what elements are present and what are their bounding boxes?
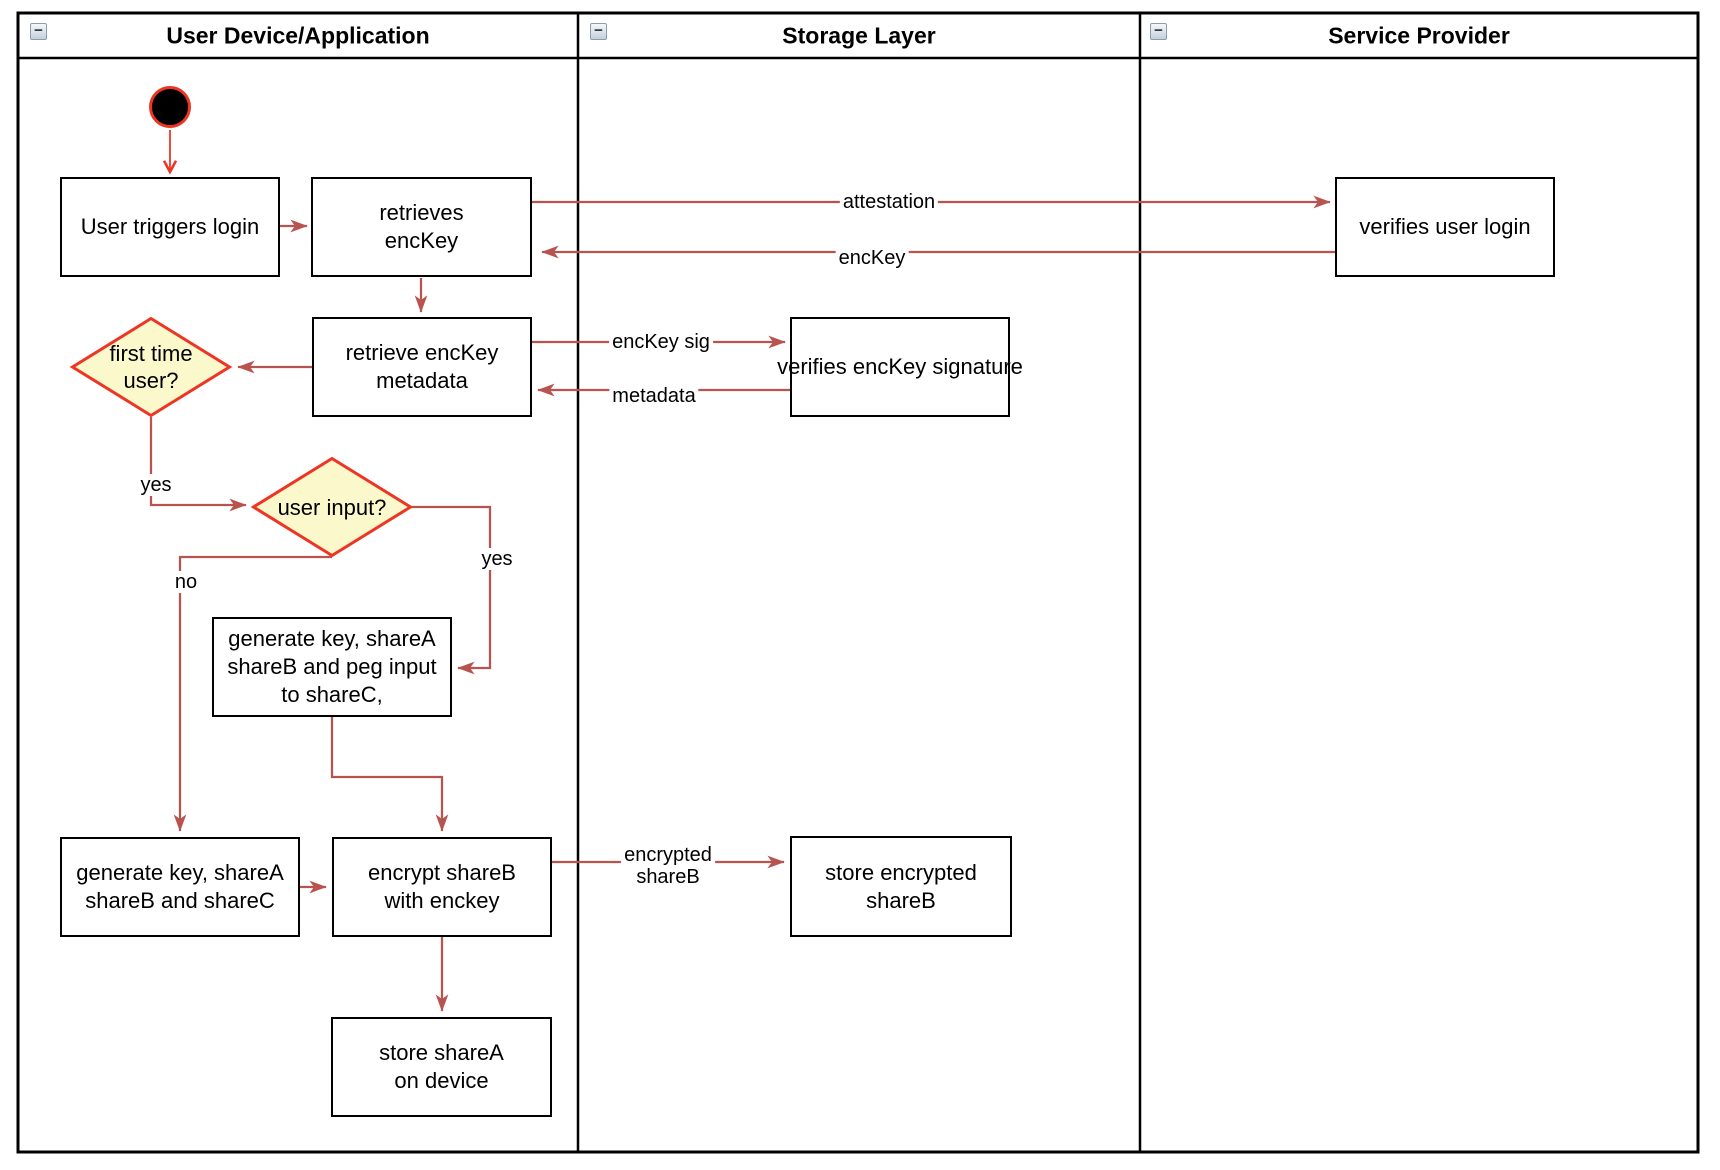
edge-userinput-no	[173, 555, 332, 832]
lane-title-user-device[interactable]: User Device/Application	[166, 22, 430, 49]
node-label: encrypt shareB with enckey	[368, 860, 516, 913]
edge-label-yes-user-input: yes	[478, 548, 516, 570]
collapse-lane-button-service-provider[interactable]: −	[1150, 23, 1167, 40]
edge-label-metadata: metadata	[609, 385, 699, 407]
edge-label-no-user-input: no	[171, 571, 201, 593]
decision-label: first time user?	[109, 341, 193, 393]
minus-icon: −	[34, 22, 43, 39]
node-verifies-enckey-signature[interactable]: verifies encKey signature	[777, 317, 1023, 417]
decision-user-input[interactable]: user input?	[250, 456, 414, 558]
decision-first-time-user[interactable]: first time user?	[69, 316, 233, 418]
node-retrieve-enckey-metadata[interactable]: retrieve encKey metadata	[312, 317, 532, 417]
pool-border	[16, 11, 1700, 1154]
edge-firsttime-yes	[149, 417, 247, 512]
node-label: store shareA on device	[379, 1040, 504, 1093]
lane-title-service-provider[interactable]: Service Provider	[1328, 22, 1510, 49]
diamond-shape	[250, 456, 414, 558]
edge-userinput-yes	[412, 505, 492, 675]
node-retrieves-enckey[interactable]: retrieves encKey	[311, 177, 532, 277]
edge-label-yes-first-time: yes	[137, 474, 175, 496]
start-node[interactable]	[149, 86, 191, 128]
node-encrypt-shareb[interactable]: encrypt shareB with enckey	[332, 837, 552, 937]
decision-label: user input?	[277, 494, 387, 520]
minus-icon: −	[1154, 22, 1163, 39]
node-verifies-user-login[interactable]: verifies user login	[1335, 177, 1555, 277]
edge-label-attestation: attestation	[839, 191, 939, 213]
collapse-lane-button-user-device[interactable]: −	[30, 23, 47, 40]
node-generate-key-peg-input[interactable]: generate key, shareA shareB and peg inpu…	[212, 617, 452, 717]
node-label: store encrypted shareB	[825, 859, 977, 913]
node-user-triggers-login[interactable]: User triggers login	[60, 177, 280, 277]
node-store-encrypted-shareb[interactable]: store encrypted shareB	[790, 836, 1012, 937]
edge-label-enckey: encKey	[835, 247, 909, 269]
node-label: User triggers login	[80, 214, 260, 239]
edge-label-enckey-sig: encKey sig	[609, 331, 713, 353]
node-store-sharea[interactable]: store shareA on device	[331, 1017, 552, 1117]
node-generate-key-sharec[interactable]: generate key, shareA shareB and shareC	[60, 837, 300, 937]
node-label: retrieve encKey metadata	[345, 340, 499, 393]
edge-label-encrypted-shareb: encrypted shareB	[621, 844, 715, 888]
node-label: verifies encKey signature	[777, 354, 1023, 379]
lane-title-storage-layer[interactable]: Storage Layer	[782, 22, 936, 49]
node-label: verifies user login	[1359, 214, 1531, 239]
node-label: generate key, shareA shareB and peg inpu…	[227, 626, 437, 707]
node-label: retrieves encKey	[379, 200, 464, 253]
node-label: generate key, shareA shareB and shareC	[76, 860, 284, 913]
minus-icon: −	[594, 22, 603, 39]
diamond-shape	[69, 316, 233, 418]
collapse-lane-button-storage-layer[interactable]: −	[590, 23, 607, 40]
edge-peg-to-encrypt	[330, 717, 449, 832]
